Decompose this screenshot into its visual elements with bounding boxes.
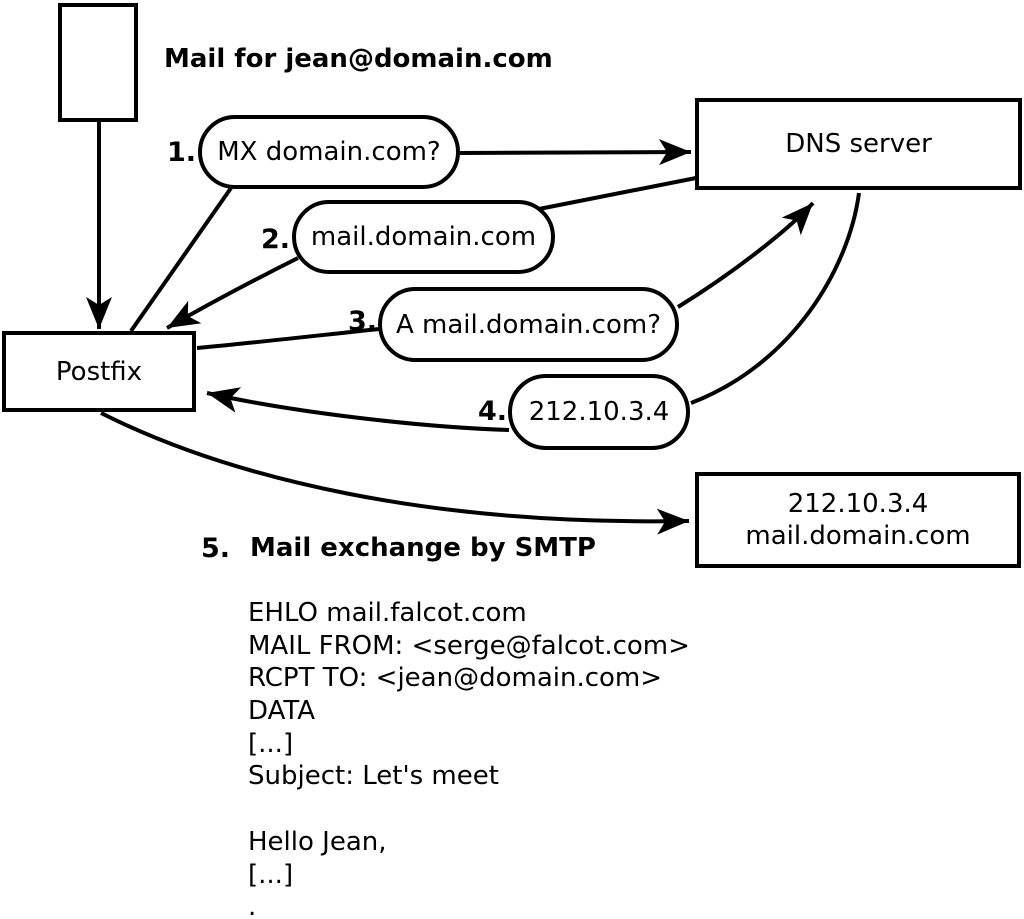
pill-answer-a: 212.10.3.4 [508, 374, 690, 450]
mail-message-node [58, 3, 138, 122]
dns-server-node: DNS server [695, 98, 1022, 190]
smtp-line-rcpt-to: RCPT TO: <jean@domain.com> [248, 663, 663, 694]
pill-answer-mx-label: mail.domain.com [310, 222, 537, 252]
mail-for-label: Mail for jean@domain.com [164, 44, 553, 74]
pill-answer-mx: mail.domain.com [292, 200, 555, 274]
arrow-answer-a-to-postfix [206, 387, 510, 432]
smtp-line-data: DATA [248, 696, 315, 727]
step-number-5: 5. [200, 533, 230, 564]
pill-query-mx: MX domain.com? [198, 115, 460, 189]
mailserver-node: 212.10.3.4 mail.domain.com [695, 472, 1021, 568]
arrow-query-mx-to-dns [459, 139, 692, 166]
pill-answer-a-label: 212.10.3.4 [528, 397, 670, 427]
smtp-exchange-label: Mail exchange by SMTP [250, 533, 596, 563]
arrow-smtp-postfix-to-mailserver [100, 411, 690, 535]
smtp-line-ehlo: EHLO mail.falcot.com [248, 598, 527, 628]
smtp-line-blank [248, 793, 690, 826]
mailserver-ip-label: 212.10.3.4 [787, 489, 929, 519]
step-number-2: 2. [260, 224, 290, 255]
smtp-line-ellipsis-2: [...] [248, 859, 294, 890]
smtp-line-ellipsis-1: [...] [248, 728, 294, 759]
step-number-3: 3. [347, 306, 377, 337]
pill-query-a-label: A mail.domain.com? [396, 309, 661, 340]
smtp-line-subject: Subject: Let's meet [248, 761, 499, 792]
smtp-line-hello: Hello Jean, [248, 826, 387, 857]
pill-query-mx-label: MX domain.com? [217, 137, 441, 167]
arrow-query-a-to-dns [676, 201, 815, 309]
postfix-label: Postfix [55, 356, 143, 387]
line-dns-to-answer-mx [538, 176, 697, 211]
step-number-1: 1. [166, 137, 196, 168]
step-number-4: 4. [477, 396, 507, 427]
arrow-answer-mx-to-postfix [166, 256, 299, 330]
line-postfix-to-query-mx [129, 186, 233, 333]
line-dns-to-answer-a [690, 192, 861, 405]
pill-query-a: A mail.domain.com? [378, 287, 679, 362]
postfix-node: Postfix [2, 331, 196, 412]
smtp-line-end-dot: . [248, 892, 257, 919]
line-postfix-to-query-a [196, 327, 380, 350]
mailserver-host-label: mail.domain.com [745, 521, 971, 551]
smtp-line-mail-from: MAIL FROM: <serge@falcot.com> [248, 630, 690, 661]
smtp-session-transcript: EHLO mail.falcot.com MAIL FROM: <serge@f… [248, 597, 690, 919]
dns-server-label: DNS server [785, 129, 932, 159]
